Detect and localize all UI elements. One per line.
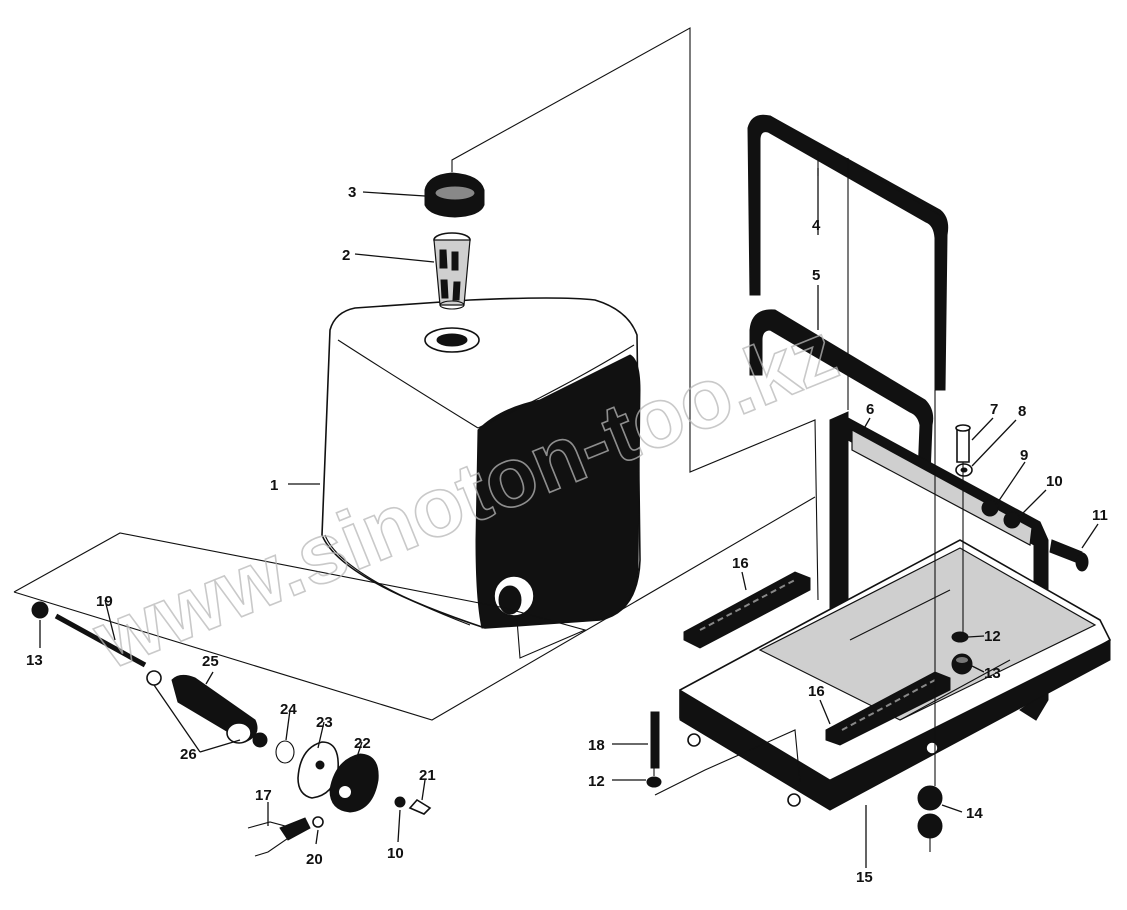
- callout-12-left: 12: [588, 773, 605, 790]
- callout-17: 17: [255, 787, 272, 804]
- callout-18: 18: [588, 737, 605, 754]
- nut-13-right: [951, 653, 973, 675]
- callout-7: 7: [990, 401, 998, 418]
- nut-14-lower: [917, 813, 943, 839]
- callout-2: 2: [342, 247, 350, 264]
- callout-25: 25: [202, 653, 219, 670]
- callout-9: 9: [1020, 447, 1028, 464]
- gasket-ring: [275, 740, 295, 764]
- drain-rod: [31, 601, 147, 668]
- callout-8: 8: [1018, 403, 1026, 420]
- callout-19: 19: [96, 593, 113, 610]
- drain-valve-body: [329, 753, 379, 813]
- filter-element: [146, 670, 268, 748]
- washer-8: [955, 463, 973, 477]
- callout-21: 21: [419, 767, 436, 784]
- rubber-pad-upper: [683, 571, 811, 649]
- callout-15: 15: [856, 869, 873, 886]
- tank-outlet-fitting: [493, 575, 535, 617]
- bracket-bolt-7: [955, 424, 971, 463]
- callout-26: 26: [180, 746, 197, 763]
- drain-cock: [247, 816, 324, 857]
- callout-11: 11: [1092, 507, 1108, 524]
- battery-tray-bracket: [679, 411, 1112, 811]
- callout-16-upper: 16: [732, 555, 749, 572]
- nut-9: [981, 499, 999, 517]
- fuel-tank: [321, 297, 641, 629]
- callout-13-left: 13: [26, 652, 43, 669]
- callout-22: 22: [354, 735, 371, 752]
- callout-3: 3: [348, 184, 356, 201]
- callout-10-right: 10: [1046, 473, 1063, 490]
- callout-1: 1: [270, 477, 278, 494]
- callout-13-right: 13: [984, 665, 1001, 682]
- strap-short: [749, 309, 934, 476]
- callout-24: 24: [280, 701, 297, 718]
- callout-6: 6: [866, 401, 874, 418]
- filler-cap: [424, 172, 485, 218]
- nut-10: [1003, 511, 1021, 529]
- filler-strainer: [433, 232, 471, 310]
- drain-bolt: [394, 796, 432, 815]
- leader-lines: [39, 168, 1099, 868]
- callout-23: 23: [316, 714, 333, 731]
- bolt-11: [1049, 539, 1089, 572]
- assembly-line-lower: [13, 532, 587, 659]
- callout-labels: 1 2 3 4 5 6 7 8 9 10 11 12 13 14 15 16 1…: [26, 184, 1108, 886]
- callout-12-right: 12: [984, 628, 1001, 645]
- washer-12-left: [646, 776, 662, 788]
- washer-12-right: [951, 631, 969, 643]
- callout-14: 14: [966, 805, 983, 822]
- assembly-line-upper: [451, 27, 819, 601]
- callout-10-left: 10: [387, 845, 404, 862]
- callout-5: 5: [812, 267, 820, 284]
- callout-16-lower: 16: [808, 683, 825, 700]
- stud-18: [650, 711, 660, 769]
- callout-20: 20: [306, 851, 323, 868]
- callout-4: 4: [812, 217, 821, 234]
- nut-14-upper: [917, 785, 943, 811]
- strap-long: [747, 114, 949, 410]
